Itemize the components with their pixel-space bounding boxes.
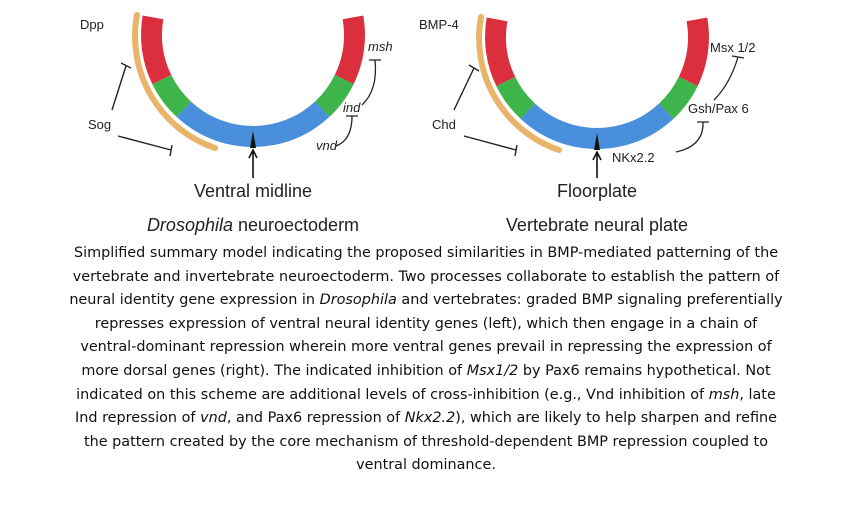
drosophila-panel: Dpp Sog msh ind vnd Ventral midline Dros… xyxy=(80,12,393,235)
caption-line: Ind repression of vnd, and Pax6 repressi… xyxy=(0,407,852,431)
ventral-domain xyxy=(176,101,330,148)
ventral-midline-label: Ventral midline xyxy=(194,181,312,201)
dorsal-domain-left xyxy=(141,15,172,85)
nkx22-label: NKx2.2 xyxy=(612,150,655,165)
caption-text: and vertebrates: graded BMP signaling pr… xyxy=(396,292,783,309)
chd-label: Chd xyxy=(432,117,456,132)
caption-text: indicated on this scheme are additional … xyxy=(76,386,709,403)
vertebrate-panel-title: Vertebrate neural plate xyxy=(506,215,688,235)
floorplate-wedge xyxy=(594,133,600,150)
sog-label: Sog xyxy=(88,117,111,132)
vnd-inhibits-ind-arrow xyxy=(335,115,358,147)
figure-diagram: Dpp Sog msh ind vnd Ventral midline Dros… xyxy=(80,12,756,235)
caption-text: ventral-dominant repression wherein more… xyxy=(80,339,772,356)
bmp4-label: BMP-4 xyxy=(419,17,459,32)
caption-italic-term: msh xyxy=(708,386,740,403)
sog-inhibits-dpp-arrow xyxy=(111,62,132,111)
vertebrate-panel: BMP-4 Chd Msx 1/2 Gsh/Pax 6 NKx2.2 Floor… xyxy=(419,14,756,235)
title-species: Drosophila xyxy=(147,215,233,235)
caption-line: ventral dominance. xyxy=(0,454,852,478)
dorsal-domain-right xyxy=(334,15,366,85)
ind-inhibits-msh-arrow xyxy=(361,59,381,106)
intermediate-domain-right xyxy=(659,76,698,119)
caption-line: more dorsal genes (right). The indicated… xyxy=(0,360,852,384)
msx-label: Msx 1/2 xyxy=(710,40,756,55)
caption-text: neural identity gene expression in xyxy=(69,292,320,309)
caption-italic-term: Drosophila xyxy=(319,292,397,309)
neural-plate-ring xyxy=(485,17,709,149)
msh-label: msh xyxy=(368,39,393,54)
caption-line: neural identity gene expression in Droso… xyxy=(0,289,852,313)
chd-inhibits-ventral-arrow xyxy=(463,135,518,157)
ventral-domain xyxy=(520,103,674,149)
caption-text: , and Pax6 repression of xyxy=(226,410,405,427)
caption-line: vertebrate and invertebrate neuroectoder… xyxy=(0,266,852,290)
caption-text: ), which are likely to help sharpen and … xyxy=(455,410,777,427)
caption-text: , late xyxy=(739,386,776,403)
caption-line: indicated on this scheme are additional … xyxy=(0,384,852,408)
intermediate-domain-left xyxy=(152,74,191,117)
midline-wedge xyxy=(250,131,256,148)
intermediate-domain-right xyxy=(315,74,354,117)
floorplate-label: Floorplate xyxy=(557,181,637,201)
gsh-inhibits-msx-arrow xyxy=(713,55,745,101)
ind-label: ind xyxy=(343,100,361,115)
vnd-label: vnd xyxy=(316,138,338,153)
bmp4-gradient-band xyxy=(476,14,562,153)
caption-italic-term: Nkx2.2 xyxy=(404,410,456,427)
caption-text: represses expression of ventral neural i… xyxy=(94,315,758,332)
sog-inhibits-ventral-arrow xyxy=(117,135,173,157)
caption-text: by Pax6 remains hypothetical. Not xyxy=(518,362,771,379)
caption-text: Ind repression of xyxy=(75,410,201,427)
intermediate-domain-left xyxy=(496,76,535,119)
nkx-inhibits-gsh-arrow xyxy=(675,121,709,153)
dorsal-domain-left xyxy=(485,17,516,87)
caption-text: the pattern created by the core mechanis… xyxy=(83,433,768,450)
dpp-label: Dpp xyxy=(80,17,104,32)
caption-italic-term: Msx1/2 xyxy=(466,362,519,379)
chd-inhibits-bmp4-arrow xyxy=(453,64,480,111)
caption-text: Simplified summary model indicating the … xyxy=(73,245,779,261)
caption-text: ventral dominance. xyxy=(356,457,496,474)
title-rest: neuroectoderm xyxy=(233,215,359,235)
gsh-pax6-label: Gsh/Pax 6 xyxy=(688,101,749,116)
floorplate-arrow xyxy=(592,150,602,178)
neuroectoderm-ring xyxy=(141,15,366,148)
dorsal-domain-right xyxy=(678,17,709,87)
drosophila-panel-title: Drosophila neuroectoderm xyxy=(147,215,359,235)
figure-caption: Simplified summary model indicating the … xyxy=(0,242,852,478)
dpp-gradient-band xyxy=(132,12,218,151)
caption-italic-term: vnd xyxy=(200,410,227,427)
caption-line: Simplified summary model indicating the … xyxy=(0,242,852,266)
caption-text: vertebrate and invertebrate neuroectoder… xyxy=(72,268,780,285)
caption-line: represses expression of ventral neural i… xyxy=(0,313,852,337)
caption-text: more dorsal genes (right). The indicated… xyxy=(81,362,467,379)
midline-arrow xyxy=(248,148,258,178)
caption-line: ventral-dominant repression wherein more… xyxy=(0,336,852,360)
caption-line: the pattern created by the core mechanis… xyxy=(0,431,852,455)
